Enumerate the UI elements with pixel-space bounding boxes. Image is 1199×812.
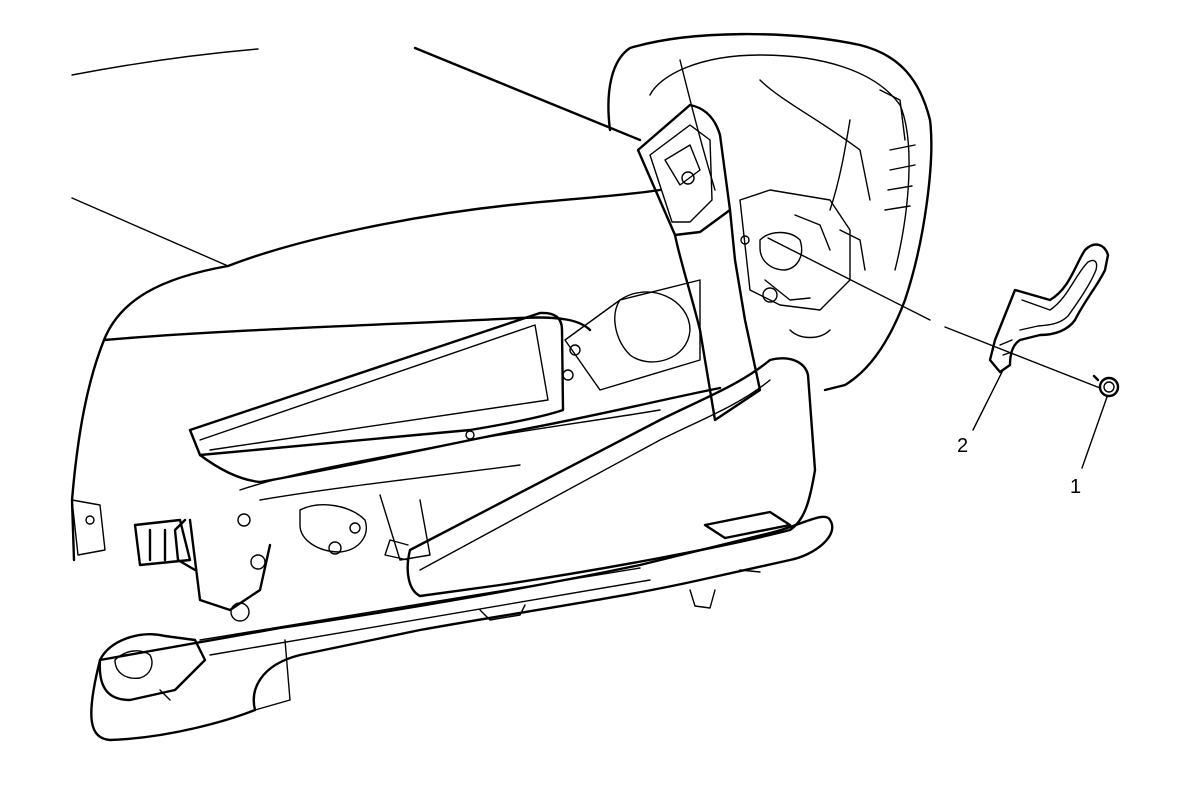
- part-1-fastener: [1092, 374, 1120, 398]
- track-stop: [479, 604, 526, 621]
- frame-bolt-c: [230, 602, 250, 622]
- recliner-handle-detail: [649, 124, 713, 223]
- shield-step: [384, 539, 409, 561]
- side-shield: [384, 357, 817, 598]
- bracket-outline: [988, 243, 1110, 374]
- frame-bolt-b: [250, 554, 266, 570]
- seat-track: [90, 510, 834, 742]
- assembly-centerline: [767, 237, 1101, 389]
- frame-panel-outline: [188, 311, 565, 457]
- recliner-mechanism: [739, 189, 851, 311]
- seatback-inner: [649, 54, 910, 271]
- frame-cutout: [614, 291, 691, 363]
- frame-side-member: [198, 386, 722, 484]
- track-cap-detail: [114, 650, 171, 701]
- frame-bolt-h: [562, 369, 574, 381]
- frame-cross-member: [239, 409, 661, 501]
- track-end-cap: [98, 633, 207, 702]
- seatback-ribs: [884, 144, 916, 211]
- track-pad: [703, 510, 792, 540]
- recliner-arm: [673, 208, 762, 422]
- callout-1-label: 1: [1070, 476, 1081, 498]
- frame-lower-bracket: [173, 518, 272, 612]
- cushion-rear-edge: [71, 197, 229, 267]
- track-inner-rail: [199, 567, 651, 711]
- fastener-shank: [1092, 374, 1100, 382]
- frame-left-mount: [71, 499, 106, 556]
- callout-2-label: 2: [957, 435, 968, 457]
- seatback-cable: [789, 119, 866, 339]
- track-outer: [90, 515, 834, 742]
- frame-bolt-d: [328, 541, 342, 555]
- connector-left: [133, 518, 192, 567]
- frame-panel-inner: [199, 324, 549, 451]
- mechanism-bolt-a: [740, 235, 750, 245]
- seatback: [607, 32, 933, 422]
- part-2-bracket: [988, 243, 1110, 374]
- bracket-flange: [999, 339, 1013, 356]
- handle-pivot: [681, 171, 695, 185]
- seatback-outline: [607, 32, 933, 392]
- fastener-head: [1098, 376, 1120, 398]
- shield-outer: [406, 357, 817, 598]
- mechanism-bolt-b: [762, 287, 778, 303]
- cushion-top-edge: [71, 48, 259, 76]
- frame-bolt-a: [237, 513, 251, 527]
- shield-inner-edge: [419, 379, 771, 571]
- frame-mechanism: [299, 494, 431, 561]
- seatback-trim: [679, 59, 906, 201]
- frame-bolt-e: [349, 522, 361, 534]
- frame-gusset: [564, 279, 701, 391]
- cushion-outline: [70, 46, 662, 562]
- fastener-center: [1103, 381, 1115, 393]
- bracket-inner: [1019, 259, 1098, 331]
- seat-frame: [71, 279, 722, 622]
- track-foot: [689, 569, 761, 609]
- recliner-handle: [636, 103, 732, 237]
- frame-bolt-f: [465, 430, 475, 440]
- seat-cushion: [70, 46, 662, 562]
- cushion-front: [102, 316, 592, 342]
- mount-hole: [85, 515, 95, 525]
- callout-2-leader: [972, 369, 1004, 431]
- callout-1-leader: [1081, 396, 1108, 469]
